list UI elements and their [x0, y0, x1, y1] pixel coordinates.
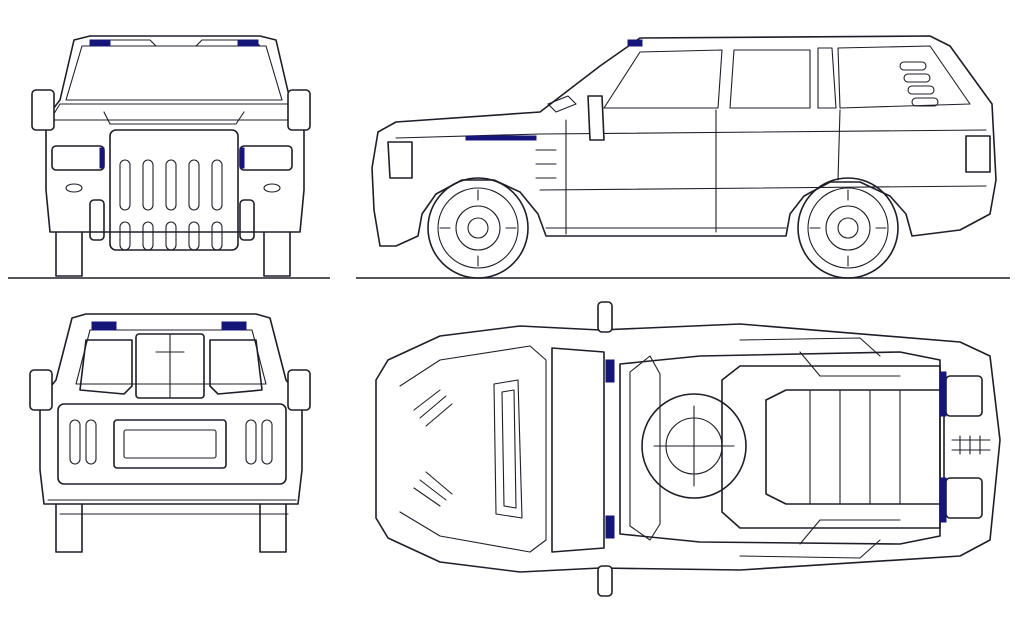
front-foglight-right [263, 183, 281, 193]
front-foglight-left [65, 183, 83, 193]
side-roof-marker [627, 39, 643, 47]
rear-plate-frame [113, 419, 227, 469]
side-sill-line [539, 185, 987, 191]
rear-marker-right [221, 321, 247, 331]
top-cargo-panel [765, 389, 945, 505]
side-belt-line [395, 129, 987, 139]
side-vents [899, 61, 939, 107]
rear-tire-right [259, 503, 287, 553]
top-cargo-cover [721, 365, 941, 529]
top-cargo-slats [809, 389, 901, 505]
front-tow-hook-left [89, 199, 105, 241]
front-roof-marker-right [237, 39, 259, 47]
top-rear-light-right [945, 477, 983, 519]
top-view [375, 301, 1001, 597]
side-window-middle [729, 49, 811, 109]
side-wheel-front [427, 177, 529, 279]
top-rear-hinge [951, 435, 991, 455]
rear-body-outline [39, 313, 303, 505]
top-hood-vent-left [413, 389, 453, 427]
rear-plate [123, 429, 217, 459]
rear-tire-left [55, 503, 83, 553]
top-a-pillar-panel [629, 355, 661, 541]
front-hood [49, 103, 301, 121]
front-body-outline [45, 35, 305, 233]
side-window-rear [837, 45, 971, 109]
top-cowl [529, 345, 547, 553]
side-headlight [387, 141, 413, 179]
front-mirror-right [287, 89, 311, 131]
rear-window-right [209, 339, 263, 395]
rear-tailgate-panel [57, 403, 287, 485]
top-mirror-left [597, 301, 613, 333]
side-window-pillar [817, 47, 837, 109]
top-body-outline [375, 323, 1001, 573]
front-hood-scoop [103, 111, 245, 125]
rear-mirror-left [29, 369, 53, 411]
front-mirror-left [31, 89, 55, 131]
rear-marker-left [91, 321, 117, 331]
top-windshield [551, 347, 605, 553]
top-spare-cross [653, 405, 735, 487]
side-accent-strip [465, 135, 537, 141]
side-fender-vent [535, 149, 557, 179]
top-hood-edges [399, 345, 531, 553]
front-tire-right [263, 231, 291, 277]
side-view [356, 35, 1010, 279]
rear-spare-mount [155, 333, 185, 399]
rear-view [29, 313, 311, 553]
top-hood-vent-right [413, 471, 453, 507]
front-roof-line [89, 39, 261, 47]
side-mirror [587, 95, 605, 141]
side-window-front [603, 49, 723, 109]
rear-mirror-right [287, 369, 311, 411]
top-hood-scoop-inner [501, 389, 517, 509]
rear-window-left [79, 339, 133, 395]
top-rear-light-left [945, 375, 983, 417]
front-roof-marker-left [89, 39, 111, 47]
front-windshield [65, 45, 283, 101]
top-roof-braces [799, 351, 901, 545]
top-spare-wheel [641, 393, 747, 499]
top-roof-rails [739, 337, 881, 559]
front-headlight-left [51, 145, 105, 171]
rear-vent-bars [69, 419, 273, 465]
side-wheel-rear [797, 177, 899, 279]
side-body-outline [371, 35, 997, 247]
top-marker-rear-right [939, 477, 947, 523]
front-indicator-left [99, 147, 105, 169]
front-grille [109, 129, 239, 251]
side-taillight [965, 135, 991, 173]
top-marker-front-right [605, 515, 615, 539]
side-wiper [547, 95, 577, 113]
rear-roof-panel [75, 329, 267, 385]
front-tire-left [55, 231, 83, 277]
front-view [8, 35, 330, 279]
front-grille-bars [119, 159, 223, 251]
front-headlight-right [239, 145, 293, 171]
rear-bumper [47, 499, 297, 515]
front-tow-hook-right [239, 199, 255, 241]
top-hood-scoop [493, 379, 523, 519]
top-marker-front-left [605, 359, 615, 383]
top-marker-rear-left [939, 371, 947, 417]
front-indicator-right [239, 147, 245, 169]
top-roof [619, 351, 941, 545]
top-mirror-right [597, 565, 613, 597]
